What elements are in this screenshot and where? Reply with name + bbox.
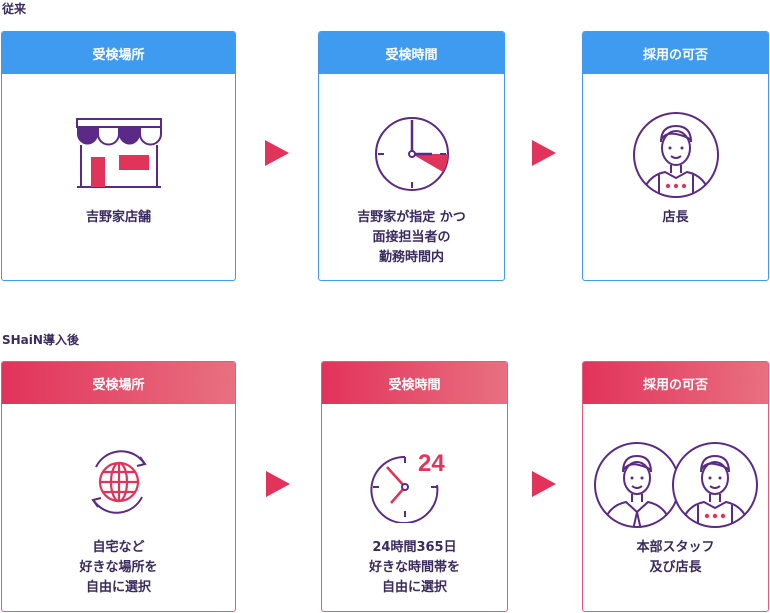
card-new-location: 受検場所 自宅など 好きな場所を 自由に選択: [1, 361, 236, 612]
card-new-time: 受検時間 24 24時間365日 好きな時間帯を 自由に選択: [321, 361, 508, 612]
clock-24-icon: [322, 447, 507, 523]
globe-icon: [2, 447, 235, 517]
card-header: 受検時間: [322, 362, 507, 404]
card-header: 採用の可否: [583, 362, 768, 404]
section-title-new: SHaiN導入後: [2, 333, 79, 347]
card-text-new-location: 自宅など 好きな場所を 自由に選択: [79, 540, 158, 595]
arrow-right-icon: [532, 471, 556, 497]
card-header: 受検場所: [2, 32, 235, 74]
card-header: 採用の可否: [583, 32, 768, 74]
manager-icon: [583, 110, 768, 200]
staff-and-manager-icon: [583, 440, 768, 530]
arrow-right-icon: [265, 140, 289, 166]
arrow-right-icon: [266, 471, 290, 497]
card-text-new-decision: 本部スタッフ 及び店長: [636, 540, 715, 575]
card-header: 受検時間: [319, 32, 504, 74]
card-old-decision: 採用の可否 店長: [582, 31, 769, 281]
arrow-right-icon: [532, 140, 556, 166]
card-old-location: 受検場所 吉野家店舗: [1, 31, 236, 281]
section-title-old: 従来: [2, 2, 27, 16]
card-old-time: 受検時間 吉野家が指定 かつ 面接担当者の 勤務時間内: [318, 31, 505, 281]
card-text-new-time: 24時間365日 好きな時間帯を 自由に選択: [368, 540, 460, 595]
clock-24-label: 24: [418, 450, 445, 477]
clock-icon: [319, 114, 504, 194]
card-text-old-decision: 店長: [662, 210, 689, 225]
card-text-old-location: 吉野家店舗: [85, 210, 151, 225]
card-header: 受検場所: [2, 362, 235, 404]
store-icon: [2, 117, 235, 189]
card-text-old-time: 吉野家が指定 かつ 面接担当者の 勤務時間内: [357, 210, 466, 265]
card-new-decision: 採用の可否: [582, 361, 769, 612]
